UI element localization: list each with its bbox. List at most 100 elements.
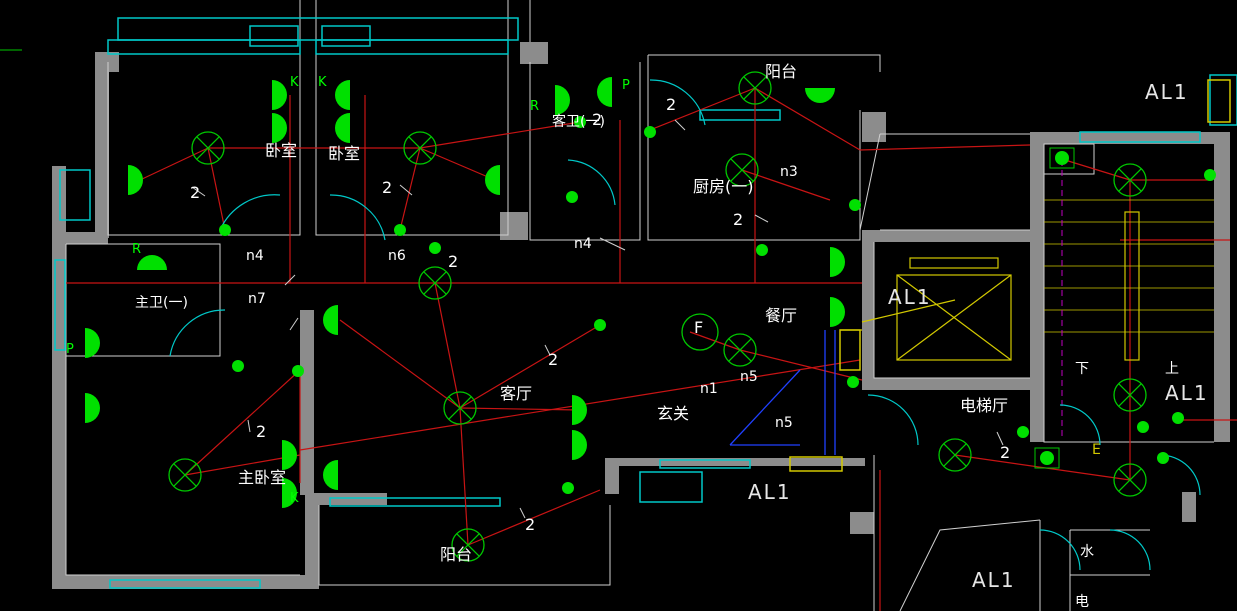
ac-box-left — [59, 169, 91, 221]
ceiling-light-icon — [451, 528, 485, 562]
window-bedroom-1 — [107, 39, 301, 55]
wire-b2 — [207, 147, 226, 231]
door-arc-2 — [329, 194, 386, 241]
outline-master — [65, 244, 300, 576]
wall-corner-tl — [95, 52, 119, 72]
wall-fixtures — [85, 77, 1075, 508]
ceiling-light-icon — [191, 131, 225, 165]
switch-dot-icon — [1017, 426, 1029, 438]
wall-lamp-icon — [830, 297, 845, 327]
tick-6 — [674, 119, 686, 131]
wire-living-4 — [459, 407, 469, 546]
tick-11 — [996, 431, 1004, 446]
window-bath — [54, 259, 66, 351]
wall-elev-right — [1030, 132, 1044, 442]
ceiling-light-icon — [723, 333, 757, 367]
door-arc-10 — [1109, 529, 1151, 571]
distribution-boxes — [789, 79, 1231, 472]
wall-block-6 — [1182, 492, 1196, 522]
wall-elev-left — [862, 230, 874, 390]
wall-lamp-icon — [805, 88, 835, 103]
window-top-balcony — [117, 17, 519, 41]
wall-lamp-icon — [282, 440, 297, 470]
tick-8 — [544, 344, 551, 356]
door-arc-4 — [567, 159, 616, 206]
wall-elev-bottom — [862, 378, 1040, 390]
wall-block-3 — [605, 458, 619, 494]
square-light-icon — [1049, 147, 1075, 169]
fan-icon — [681, 313, 719, 351]
wall-lamp-icon — [323, 460, 338, 490]
ceiling-light-icon — [725, 153, 759, 187]
tick-1 — [191, 186, 206, 197]
blue-3 — [729, 369, 801, 446]
tick-10 — [247, 419, 251, 433]
window-balcony — [329, 497, 501, 507]
wall-bath-top — [52, 232, 108, 244]
wall-block-5 — [850, 512, 874, 534]
wire-top-right — [859, 144, 1031, 151]
wall-block-2 — [520, 42, 548, 64]
outline-balcony-top — [648, 54, 881, 72]
ceiling-lights — [168, 71, 1147, 562]
switch-dot-icon — [847, 376, 859, 388]
elevator-panel — [840, 199, 1214, 361]
ac-box-1 — [249, 25, 299, 47]
outline-stair — [1043, 144, 1214, 443]
ceiling-light-icon — [938, 438, 972, 472]
switch-dot-icon — [756, 244, 768, 256]
ceiling-light-icon — [403, 131, 437, 165]
ceiling-light-icon — [1113, 463, 1147, 497]
square-light-dot-icon — [1055, 151, 1069, 165]
switch-dot-icon — [1204, 169, 1216, 181]
wall-balcony-top — [305, 493, 387, 505]
wall-stair-right — [1214, 132, 1230, 442]
switch-dot-icon — [594, 319, 606, 331]
door-arc-1 — [219, 194, 281, 231]
tick-7 — [754, 214, 769, 223]
ac-box-right — [1209, 74, 1237, 126]
wall-lamp-icon — [335, 113, 350, 143]
switch-dots — [219, 116, 1216, 494]
window-entry — [659, 459, 751, 469]
wall-block-1 — [500, 212, 528, 240]
tick-2 — [399, 184, 413, 196]
switch-dot-icon — [1172, 412, 1184, 424]
wire-living-v — [434, 282, 461, 409]
wall-lamp-icon — [282, 478, 297, 508]
tick-3 — [284, 274, 296, 286]
wire-balcony — [467, 489, 601, 546]
wire-hall-4 — [1064, 159, 1131, 181]
outline-balcony-bottom — [318, 505, 611, 586]
outline-lower-2 — [899, 519, 1041, 611]
elevator-x2 — [896, 274, 1012, 361]
door-swings — [169, 79, 1201, 571]
switch-dot-icon — [292, 365, 304, 377]
window-kitchen — [699, 109, 781, 121]
switch-dot-icon — [574, 116, 586, 128]
wall-bottom-left — [52, 575, 317, 589]
wiring — [66, 87, 1237, 611]
wire-kitchen-2 — [754, 87, 861, 151]
al1-box-bottom — [789, 456, 843, 472]
outline-guest-bath — [529, 62, 641, 241]
ceiling-light-icon — [418, 266, 452, 300]
switch-dot-icon — [1137, 421, 1149, 433]
blue-wiring — [729, 330, 836, 455]
door-arc-5 — [649, 79, 706, 126]
outline-kitchen — [647, 55, 861, 241]
outline-master-bath — [66, 243, 221, 357]
ceiling-light-icon — [168, 458, 202, 492]
wall-master-right — [300, 310, 314, 495]
switch-dot-icon — [232, 360, 244, 372]
ac-box-2 — [321, 25, 371, 47]
wire-b5 — [419, 121, 581, 149]
window-master — [109, 579, 261, 589]
wire-living-1 — [459, 324, 601, 409]
stair-rail — [1124, 211, 1140, 361]
door-arc-3 — [169, 309, 226, 357]
door-arc-7 — [1059, 404, 1101, 446]
wall-lamp-icon — [272, 80, 287, 110]
ceiling-light-icon — [1113, 163, 1147, 197]
